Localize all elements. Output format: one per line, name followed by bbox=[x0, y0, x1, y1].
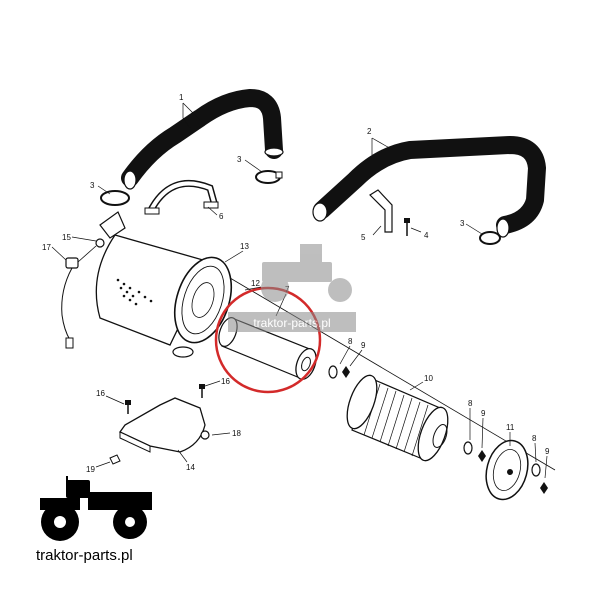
wing-nut-part-9-b bbox=[478, 450, 486, 462]
wing-nut-part-9-a bbox=[342, 366, 350, 378]
logo: traktor-parts.pl bbox=[36, 476, 152, 564]
bracket-part-5 bbox=[369, 189, 393, 233]
leader-lines bbox=[51, 102, 548, 479]
callout-18: 18 bbox=[232, 429, 241, 438]
hose-part-1 bbox=[121, 89, 284, 190]
clamp-part-3-top bbox=[255, 170, 283, 184]
callout-16-b: 16 bbox=[221, 377, 230, 386]
callout-3-top: 3 bbox=[237, 155, 242, 164]
washer-part-8-a bbox=[328, 365, 338, 379]
filter-element-part-10 bbox=[346, 374, 449, 462]
tractor-wheel-hubs bbox=[54, 516, 135, 528]
callout-15: 15 bbox=[62, 233, 71, 242]
callout-6: 6 bbox=[219, 212, 224, 221]
fitting-part-15 bbox=[95, 238, 105, 248]
callout-2: 2 bbox=[367, 127, 372, 136]
sensor-part-17 bbox=[61, 245, 97, 349]
callout-17: 17 bbox=[42, 243, 51, 252]
tractor-icon bbox=[40, 476, 152, 541]
bolt-part-4 bbox=[404, 218, 410, 236]
callout-8-a: 8 bbox=[348, 337, 353, 346]
callout-3-right: 3 bbox=[460, 219, 465, 228]
lower-bracket-part-14 bbox=[119, 397, 206, 453]
callout-9-b: 9 bbox=[481, 409, 486, 418]
watermark-tractor-icon bbox=[261, 244, 352, 302]
callout-5: 5 bbox=[361, 233, 366, 242]
logo-text: traktor-parts.pl bbox=[36, 547, 133, 564]
callout-3-left: 3 bbox=[90, 181, 95, 190]
callout-1: 1 bbox=[179, 93, 184, 102]
callout-9-c: 9 bbox=[545, 447, 550, 456]
washer-part-8-b bbox=[463, 441, 473, 455]
callout-9-a: 9 bbox=[361, 341, 366, 350]
nut-part-18 bbox=[200, 430, 210, 440]
callout-10: 10 bbox=[424, 374, 433, 383]
watermark-text: traktor-parts.pl bbox=[253, 316, 330, 330]
filter-element-part-7 bbox=[218, 317, 317, 380]
bolt-part-16-a bbox=[125, 400, 131, 414]
cover-part-11 bbox=[485, 439, 529, 501]
mounting-band-part-6 bbox=[144, 180, 219, 215]
callout-8-b: 8 bbox=[468, 399, 473, 408]
clip-part-19 bbox=[109, 454, 121, 465]
callout-11: 11 bbox=[506, 423, 515, 432]
clamp-part-3-right bbox=[479, 231, 501, 245]
hose-part-2 bbox=[312, 136, 546, 238]
callout-8-c: 8 bbox=[532, 434, 537, 443]
callout-19: 19 bbox=[86, 465, 95, 474]
callout-16-a: 16 bbox=[96, 389, 105, 398]
clamp-part-3-left bbox=[100, 190, 130, 206]
wing-nut-part-9-c bbox=[540, 482, 548, 494]
bolt-part-16-b bbox=[199, 384, 205, 398]
callout-12: 12 bbox=[251, 279, 260, 288]
callout-13: 13 bbox=[240, 242, 249, 251]
washer-part-8-c bbox=[531, 463, 541, 477]
watermark: traktor-parts.pl bbox=[228, 244, 356, 332]
callout-14: 14 bbox=[186, 463, 195, 472]
callout-4: 4 bbox=[424, 231, 429, 240]
